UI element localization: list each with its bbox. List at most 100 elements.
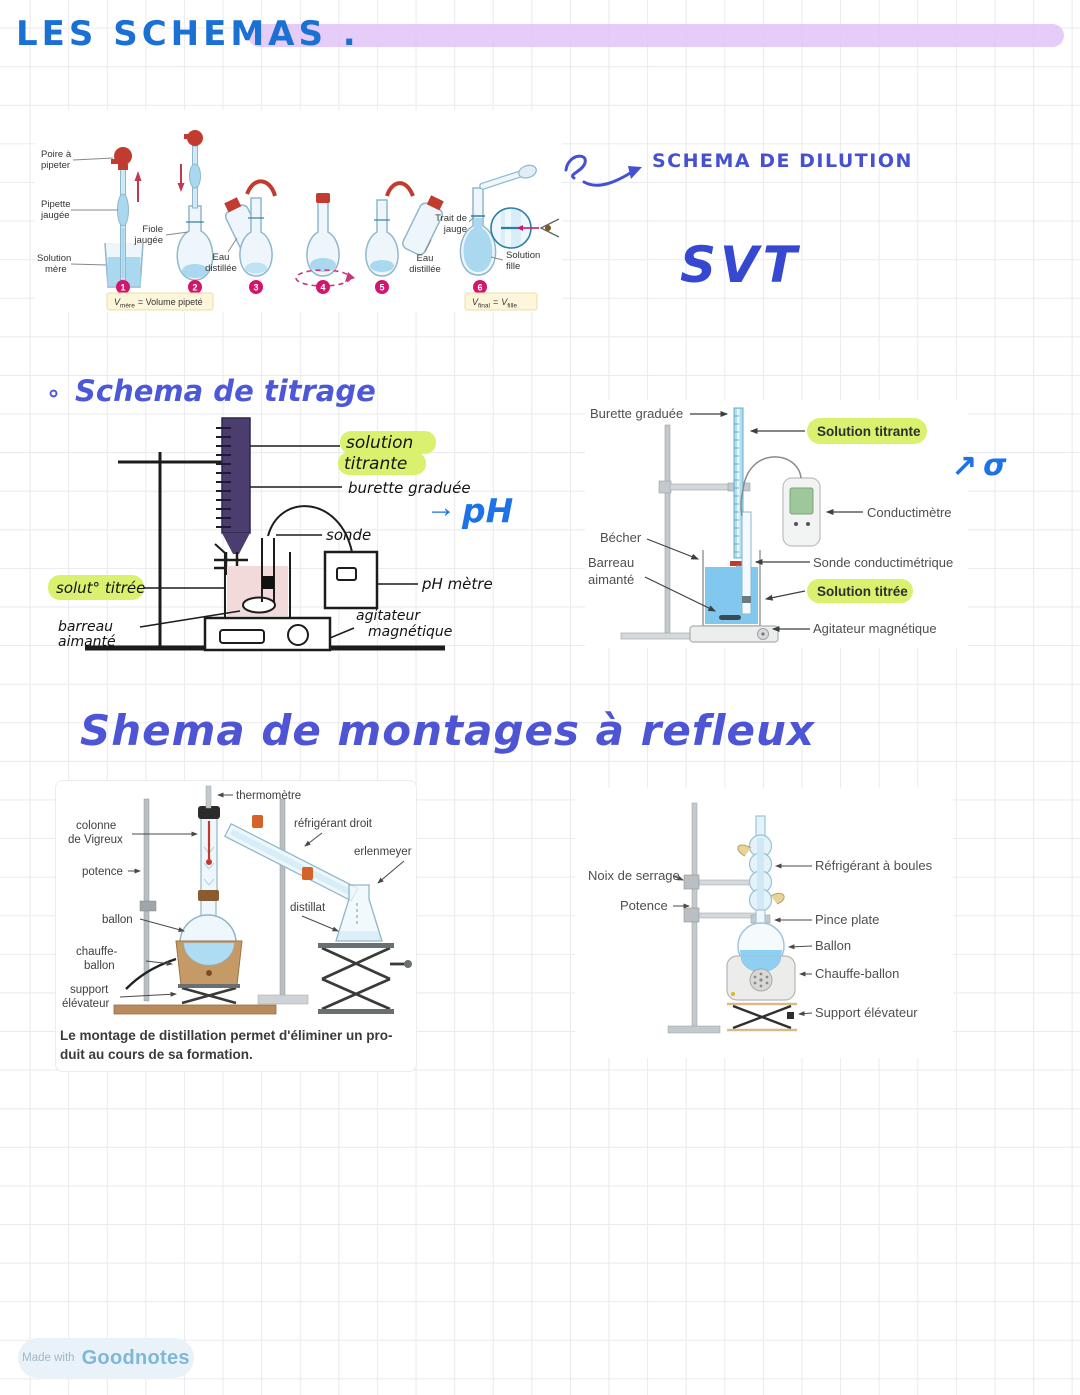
dilution-step-3: Eau distillée 3	[205, 179, 277, 294]
label-sonde: sonde	[326, 526, 371, 544]
label-distillat: distillat	[290, 902, 326, 914]
stirrer-shape	[689, 625, 779, 643]
svg-text:élévateur: élévateur	[62, 998, 109, 1010]
lab-jack-left	[181, 986, 237, 1005]
ph-note: pH	[461, 491, 513, 530]
titration-print-figure: Burette graduée Solution titrante Conduc…	[588, 406, 953, 643]
svg-text:ballon: ballon	[84, 960, 115, 972]
label-burette-graduee: burette graduée	[348, 479, 471, 497]
label-potence: Potence	[620, 898, 668, 913]
connector-orange	[302, 867, 313, 880]
ball-condenser-shape	[737, 815, 785, 912]
noix-de-serrage-shape	[683, 874, 700, 890]
dilution-step-1: Poire à pipeter Pipette jaugée Solution …	[37, 147, 144, 294]
label-solution-fille: Solution	[506, 250, 540, 261]
label-agitateur-magnetique: Agitateur magnétique	[813, 621, 937, 636]
svg-text:de Vigreux: de Vigreux	[68, 834, 123, 846]
green-highlight	[807, 418, 927, 444]
titration-hand-figure: solution titrante burette graduée sonde …	[48, 417, 513, 652]
bullet-icon: ∘	[46, 379, 62, 407]
goodnotes-badge[interactable]: Made with Goodnotes	[18, 1338, 194, 1378]
svg-text:3: 3	[253, 283, 258, 293]
reflux-figure: Noix de serrage Potence Réfrigérant à bo…	[588, 802, 933, 1034]
stir-bar-shape	[719, 615, 741, 620]
conductimeter-shape	[782, 477, 821, 547]
label-poire: Poire à	[41, 149, 72, 160]
conductivity-probe-shape	[741, 511, 752, 615]
label-pipette: Pipette	[41, 199, 71, 210]
label-sonde-conductimetrique: Sonde conductimétrique	[813, 555, 953, 570]
step-badge-4	[316, 280, 330, 294]
svg-text:aimanté: aimanté	[588, 572, 634, 587]
wooden-base	[113, 1004, 277, 1015]
thermometer-stem	[205, 785, 212, 809]
svg-text:pipeter: pipeter	[41, 160, 70, 171]
step-badge-3	[249, 280, 263, 294]
dilution-step-5: Eau distillée 5	[365, 181, 444, 294]
svg-text:titrante: titrante	[344, 454, 407, 474]
squiggle-arrow-icon	[564, 154, 642, 187]
svg-text:Vmère= Volume pipeté: Vmère= Volume pipeté	[114, 297, 203, 310]
probe-cable	[267, 505, 353, 553]
label-conductimetre: Conductimètre	[867, 505, 952, 520]
label-support-elevateur: support	[70, 984, 109, 996]
green-highlight	[338, 452, 426, 475]
svt-note: SVT	[680, 236, 801, 294]
label-erlenmeyer: erlenmeyer	[354, 846, 412, 858]
heating-mantle-shape	[125, 940, 243, 990]
label-thermometre: thermomètre	[236, 790, 301, 802]
green-highlight	[48, 575, 144, 600]
label-solution-mere: Solution	[37, 253, 71, 264]
green-highlight	[340, 431, 436, 454]
svg-text:distillée: distillée	[409, 264, 441, 275]
svg-text:magnétique: magnétique	[368, 624, 452, 640]
label-ballon: Ballon	[815, 938, 851, 953]
heating-mantle-shape	[726, 955, 796, 1001]
cork-shape	[198, 890, 219, 901]
label-pince-plate: Pince plate	[815, 912, 879, 927]
connector-orange	[252, 815, 263, 828]
lab-jack-shape	[727, 1002, 797, 1032]
svg-text:fille: fille	[506, 261, 520, 272]
label-eau-distillee-2: Eau	[417, 253, 434, 264]
ph-meter-shape	[323, 550, 379, 610]
label-eau-distillee-1: Eau	[213, 252, 230, 263]
stir-bar-shape	[242, 596, 276, 614]
page-title: LES SCHEMAS .	[16, 14, 360, 54]
label-refrigerant-droit: réfrigérant droit	[294, 818, 373, 830]
stopper-shape	[198, 806, 220, 819]
svg-text:2: 2	[192, 283, 197, 293]
eye-icon	[539, 218, 560, 238]
label-support-elevateur: Support élévateur	[815, 1005, 918, 1020]
svg-text:mère: mère	[45, 264, 67, 275]
burette-shape	[214, 417, 251, 575]
probe-cable	[740, 456, 802, 517]
vigreux-column-shape	[198, 785, 220, 896]
lab-jack-right	[321, 946, 406, 1011]
condenser-shape	[223, 823, 359, 902]
label-ballon: ballon	[102, 914, 133, 926]
beaker-shape	[214, 543, 291, 619]
sigma-note: ↗σ	[952, 448, 1007, 483]
dilution-figure: Poire à pipeter Pipette jaugée Solution …	[37, 130, 560, 311]
label-colonne-vigreux: colonne	[76, 820, 116, 832]
distillation-figure-panel: thermomètre colonne de Vigreux potence b…	[55, 780, 417, 1072]
dropper-icon	[479, 164, 537, 190]
svg-text:Vfinal=Vfille: Vfinal=Vfille	[472, 297, 517, 310]
dilution-caption-left: Vmère= Volume pipeté	[106, 292, 214, 311]
made-with-label: Made with	[22, 1352, 75, 1364]
stirrer-shape	[203, 616, 332, 652]
hose-connector	[770, 892, 785, 905]
step-badge-2	[188, 280, 202, 294]
label-noix-de-serrage: Noix de serrage	[588, 868, 680, 883]
purple-highlighter-stroke	[248, 24, 1064, 47]
label-fiole: Fiole	[142, 224, 163, 235]
stand-rod-right	[279, 798, 286, 997]
erlenmeyer-shape	[335, 884, 383, 942]
stand-rod-left	[143, 798, 150, 1002]
titrage-heading: ∘Schema de titrage	[46, 374, 376, 408]
label-barreau-aimante: barreau	[58, 619, 113, 635]
label-burette-graduee: Burette graduée	[590, 406, 683, 421]
svg-text:aimanté: aimanté	[58, 634, 116, 650]
label-chauffe-ballon: chauffe-	[76, 946, 118, 958]
